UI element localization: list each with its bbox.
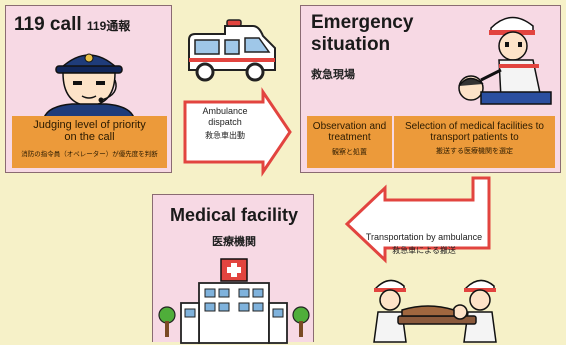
medical-panel: Medical facility 医療機関 [152, 194, 314, 344]
selection-caption-ja: 搬送する医療機関を選定 [436, 148, 513, 155]
transport-label: Transportation by ambulance 救急車による搬送 [356, 232, 492, 256]
transport-label-ja: 救急車による搬送 [392, 246, 456, 255]
emergency-title-ja: 救急現場 [311, 69, 355, 81]
dispatch-label-en: Ambulance dispatch [202, 106, 248, 127]
selection-caption-en: Selection of medical facilities to trans… [405, 121, 544, 143]
transport-arrow [344, 176, 491, 264]
observation-caption-en: Observation and treatment [312, 121, 387, 143]
observation-caption: Observation and treatment 観察と処置 [307, 116, 392, 168]
call-caption-ja: 消防の指令員（オペレーター）が優先度を判断 [21, 151, 158, 158]
emergency-title-line1: Emergency [311, 12, 414, 33]
dispatch-arrow [183, 87, 292, 177]
call-caption: Judging level of priority on the call 消防… [12, 116, 167, 168]
operator-illustration [42, 53, 136, 119]
call-caption-en: Judging level of priority on the call [33, 119, 146, 143]
medical-title: Medical facility [169, 205, 299, 225]
hospital-illustration [158, 258, 310, 344]
stretcher-team-illustration [373, 279, 497, 343]
call-title: 119 call 119通報 [14, 14, 131, 35]
emergency-panel: Emergency situation 救急現場 Observation and… [300, 5, 561, 173]
emergency-title: Emergency situation [311, 12, 413, 56]
emergency-title-line2: situation [311, 34, 391, 55]
call-panel: 119 call 119通報 Judging level of priority… [5, 5, 172, 173]
dispatch-label-ja: 救急車出動 [205, 131, 245, 140]
ambulance-illustration [188, 19, 276, 82]
medical-title-ja: 医療機関 [212, 236, 256, 248]
paramedic-illustration [458, 16, 552, 105]
transport-label-en: Transportation by ambulance [365, 232, 483, 242]
selection-caption: Selection of medical facilities to trans… [394, 116, 555, 168]
call-title-ja: 119通報 [86, 19, 131, 33]
observation-caption-ja: 観察と処置 [332, 149, 367, 156]
dispatch-label: Ambulance dispatch 救急車出動 [190, 106, 260, 141]
